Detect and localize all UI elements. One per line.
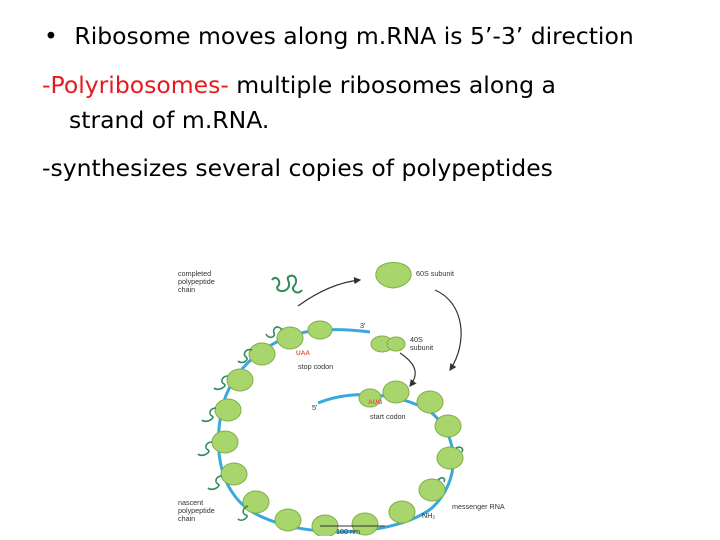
ribosome [358,388,382,408]
line-2-text: multiple ribosomes along a [228,71,556,99]
subunit-40s-label-2: subunit [410,343,433,352]
line-1-text: Ribosome moves along m.RNA is 5’-3’ dire… [74,22,634,50]
completed-chain-label-2: polypeptide [178,277,215,286]
ribosome [274,508,302,532]
subunit-40s [370,335,406,353]
scale-bar-label: 100 nm [336,527,360,536]
ribosome [382,380,410,404]
nascent-chain-label-2: polypeptide [178,506,215,515]
arrow-40s-down [399,352,417,387]
three-prime-end-label: 3' [360,321,366,330]
ribosome [418,478,446,502]
text-line-3: strand of m.RNA. [69,106,269,134]
polyribosome-diagram: completed polypeptide chain 60S subunit … [178,262,505,536]
completed-chain-label-3: chain [178,285,195,294]
ribosome [220,462,248,486]
messenger-rna-label: messenger RNA [452,502,505,511]
ribosome [211,430,239,454]
ribosome [307,320,333,340]
line-4-text: -synthesizes several copies of polypepti… [42,154,553,182]
nascent-chains [197,326,464,521]
bullet-line-1: • Ribosome moves along m.RNA is 5’-3’ di… [44,22,634,50]
five-prime-end-label: 5' [312,403,318,412]
polyribosomes-term: -Polyribosomes- [42,71,229,99]
nascent-chain-label-3: chain [178,514,195,523]
nh2-label: NH₂ [422,511,435,520]
ribosome [416,390,444,414]
bullet: • [44,22,58,50]
ribosome [242,490,270,514]
arrow-release-to-60s [297,277,362,307]
ribosome [214,398,242,422]
stop-codon-label: stop codon [298,362,333,371]
text-line-4: -synthesizes several copies of polypepti… [42,154,553,182]
nascent-chain-label-1: nascent [178,498,203,507]
start-codon-label: start codon [370,412,406,421]
subunit-40s-label-1: 40S [410,335,423,344]
ribosome [226,368,254,392]
completed-polypeptide-chain [271,274,303,294]
ribosome [351,512,379,536]
ribosome [434,414,462,438]
ribosome [276,326,304,350]
line-3-text: strand of m.RNA. [69,106,270,134]
subunit-60s [375,262,412,289]
text-line-2: -Polyribosomes- multiple ribosomes along… [42,71,556,99]
ribosome [388,500,416,524]
aug-codon-label: AUG [368,399,382,406]
uaa-codon-label: UAA [296,350,310,357]
subunit-60s-label: 60S subunit [416,269,454,278]
ribosome [248,342,276,366]
ribosome-group [211,320,464,536]
arrow-60s-to-start [434,289,462,371]
ribosome [436,446,464,470]
completed-chain-label-1: completed [178,269,211,278]
